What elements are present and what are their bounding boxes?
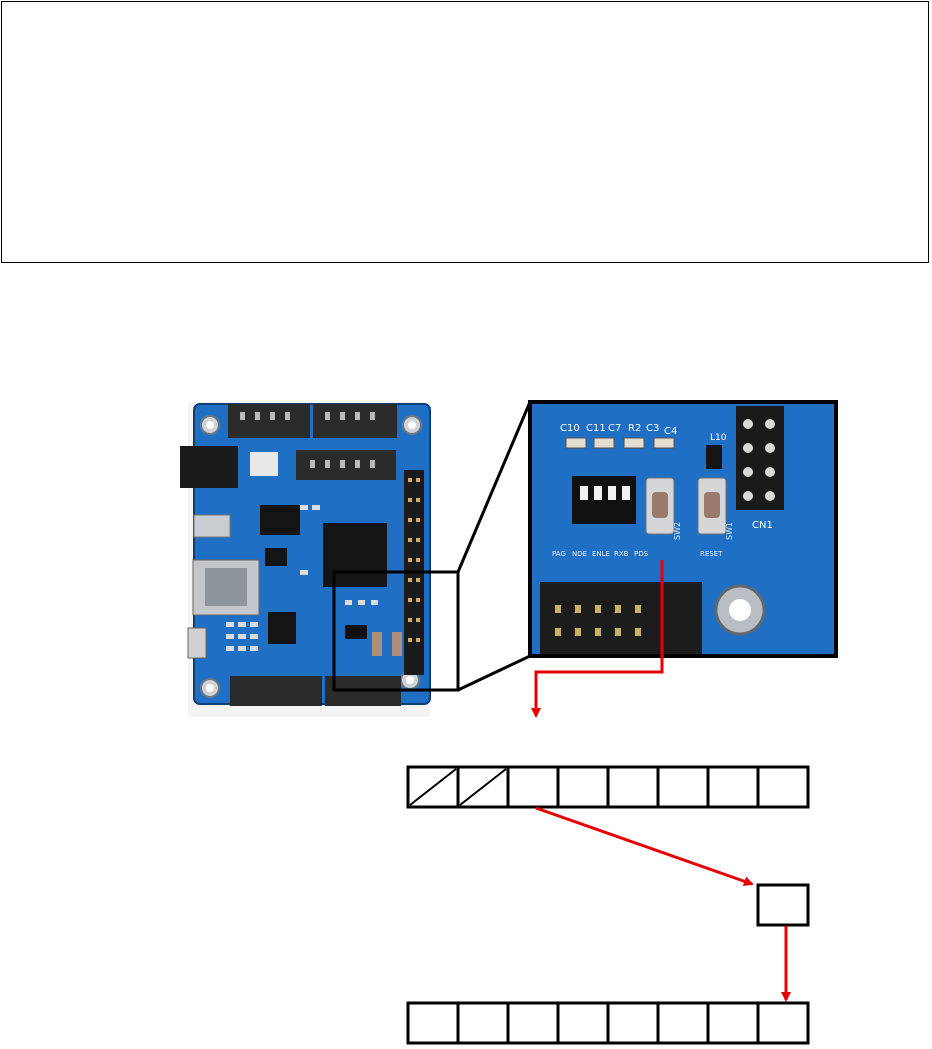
silk-label: ENLE bbox=[592, 550, 610, 558]
silk-label: RESET bbox=[700, 550, 723, 558]
usb-connector bbox=[194, 515, 230, 537]
ic-chip bbox=[260, 505, 300, 535]
register-cell bbox=[458, 1003, 508, 1043]
register-cell bbox=[508, 767, 558, 807]
silk-label: PAG bbox=[552, 550, 566, 558]
register-cell bbox=[658, 1003, 708, 1043]
regulator-chip bbox=[706, 445, 722, 469]
register-cell bbox=[708, 767, 758, 807]
zoomed-inset: C10 C11 C7 R2 C3 C4 L10 CN1 PAG NDE ENLE… bbox=[530, 402, 836, 656]
slide-switch bbox=[188, 628, 206, 658]
register-cell bbox=[508, 1003, 558, 1043]
header-connector bbox=[540, 582, 702, 656]
zoom-line bbox=[458, 656, 530, 690]
single-bit-cell bbox=[758, 885, 808, 925]
register-cell bbox=[608, 1003, 658, 1043]
silk-label: C7 bbox=[608, 423, 621, 434]
pin-header bbox=[736, 406, 784, 510]
silk-label: C3 bbox=[646, 423, 659, 434]
zoom-line bbox=[458, 402, 530, 572]
header-connector bbox=[230, 676, 322, 706]
power-connector bbox=[250, 452, 278, 476]
register-cell bbox=[758, 767, 808, 807]
silk-label: L10 bbox=[710, 433, 727, 443]
register-cell bbox=[658, 767, 708, 807]
register-cell bbox=[408, 1003, 458, 1043]
header-connector bbox=[228, 404, 310, 438]
silk-label: C4 bbox=[664, 426, 677, 437]
register-cell bbox=[708, 1003, 758, 1043]
silk-label: C11 bbox=[586, 423, 606, 434]
silk-label: SW2 bbox=[673, 522, 682, 540]
top-register bbox=[408, 767, 808, 807]
register-cell bbox=[608, 767, 658, 807]
silk-label: NDE bbox=[572, 550, 587, 558]
register-cell bbox=[558, 1003, 608, 1043]
register-cell bbox=[758, 1003, 808, 1043]
ic-chip bbox=[268, 612, 296, 644]
silk-label: R2 bbox=[628, 423, 641, 434]
silk-label: PDS bbox=[634, 550, 649, 558]
header-connector bbox=[313, 404, 397, 438]
silk-label: CN1 bbox=[752, 520, 773, 531]
silk-label: RXB bbox=[614, 550, 629, 558]
power-jack bbox=[180, 446, 238, 488]
bottom-register bbox=[408, 1003, 808, 1043]
register-cell bbox=[558, 767, 608, 807]
board-photo bbox=[180, 402, 458, 717]
signal-arrow bbox=[536, 808, 752, 884]
silk-label: SW1 bbox=[725, 522, 734, 540]
silk-label: C10 bbox=[560, 423, 580, 434]
